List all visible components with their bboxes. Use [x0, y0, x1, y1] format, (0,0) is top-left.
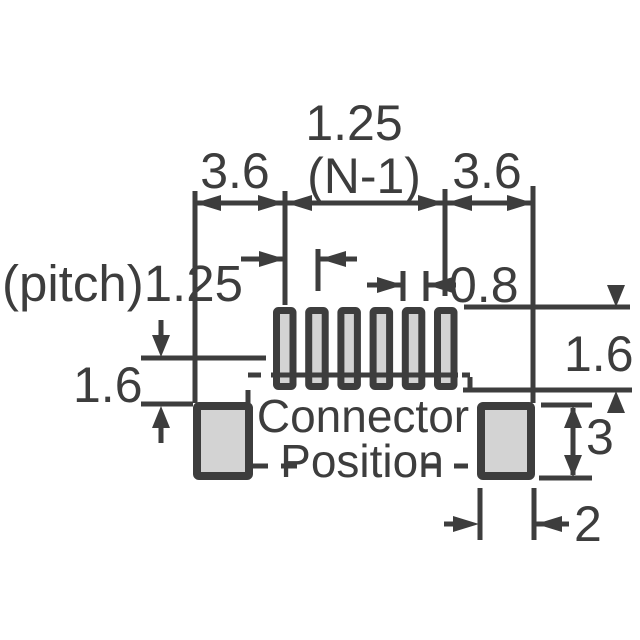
contact-pad	[434, 307, 458, 390]
anchor-pad-height-label: 3	[586, 409, 614, 465]
contact-pad	[337, 307, 361, 390]
arrowhead-right-icon	[377, 277, 403, 293]
row-gap-left-label: 1.6	[73, 357, 143, 413]
end-span-left-label: 3.6	[200, 143, 270, 199]
arrowhead-down-icon	[564, 455, 582, 477]
pitch-dimension-group: (pitch)1.25	[2, 249, 357, 312]
right-pad-length-dimension-group: 1.6	[463, 285, 634, 413]
pitch-label: (pitch)1.25	[2, 255, 243, 312]
arrowhead-left-icon	[195, 195, 221, 211]
arrowhead-down-icon	[607, 285, 625, 307]
contact-pad	[273, 307, 297, 390]
contact-pad	[369, 307, 394, 390]
top-dimension-group: 1.25 (N-1) 3.6 3.6	[192, 95, 536, 403]
arrowhead-left-icon	[286, 195, 312, 211]
end-span-right-label: 3.6	[452, 143, 522, 199]
arrowhead-right-icon	[418, 195, 444, 211]
connector-position-outline: Connector Position	[245, 372, 473, 487]
contact-pad	[401, 307, 426, 390]
connector-note-line1: Connector	[257, 390, 469, 442]
anchor-pad-left	[193, 402, 253, 480]
left-row-gap-dimension-group: 1.6	[73, 320, 266, 443]
arrowhead-right-icon	[258, 195, 284, 211]
anchor-pads	[193, 402, 535, 480]
contact-pad-row	[273, 307, 458, 390]
arrowhead-right-icon	[453, 516, 479, 532]
connector-note-line2: Position	[280, 435, 444, 487]
total-pitch-value-label: 1.25	[305, 95, 402, 151]
anchor-pad-height-dimension-group: 3	[539, 402, 614, 481]
arrowhead-down-icon	[152, 335, 170, 357]
total-pitch-qualifier-label: (N-1)	[307, 148, 421, 204]
arrowhead-up-icon	[152, 406, 170, 428]
anchor-pad-right	[477, 402, 535, 480]
pad-width-label: 0.8	[449, 257, 519, 313]
pad-length-right-label: 1.6	[564, 326, 634, 382]
contact-pad	[305, 307, 329, 390]
arrowhead-left-icon	[446, 195, 472, 211]
pad-width-dimension-group: 0.8	[367, 257, 519, 313]
anchor-pad-width-dimension-group: 2	[444, 488, 602, 552]
arrowhead-right-icon	[507, 195, 533, 211]
anchor-pad-width-label: 2	[574, 496, 602, 552]
arrowhead-up-icon	[564, 406, 582, 428]
arrowhead-right-icon	[259, 251, 285, 267]
arrowhead-up-icon	[607, 391, 625, 413]
